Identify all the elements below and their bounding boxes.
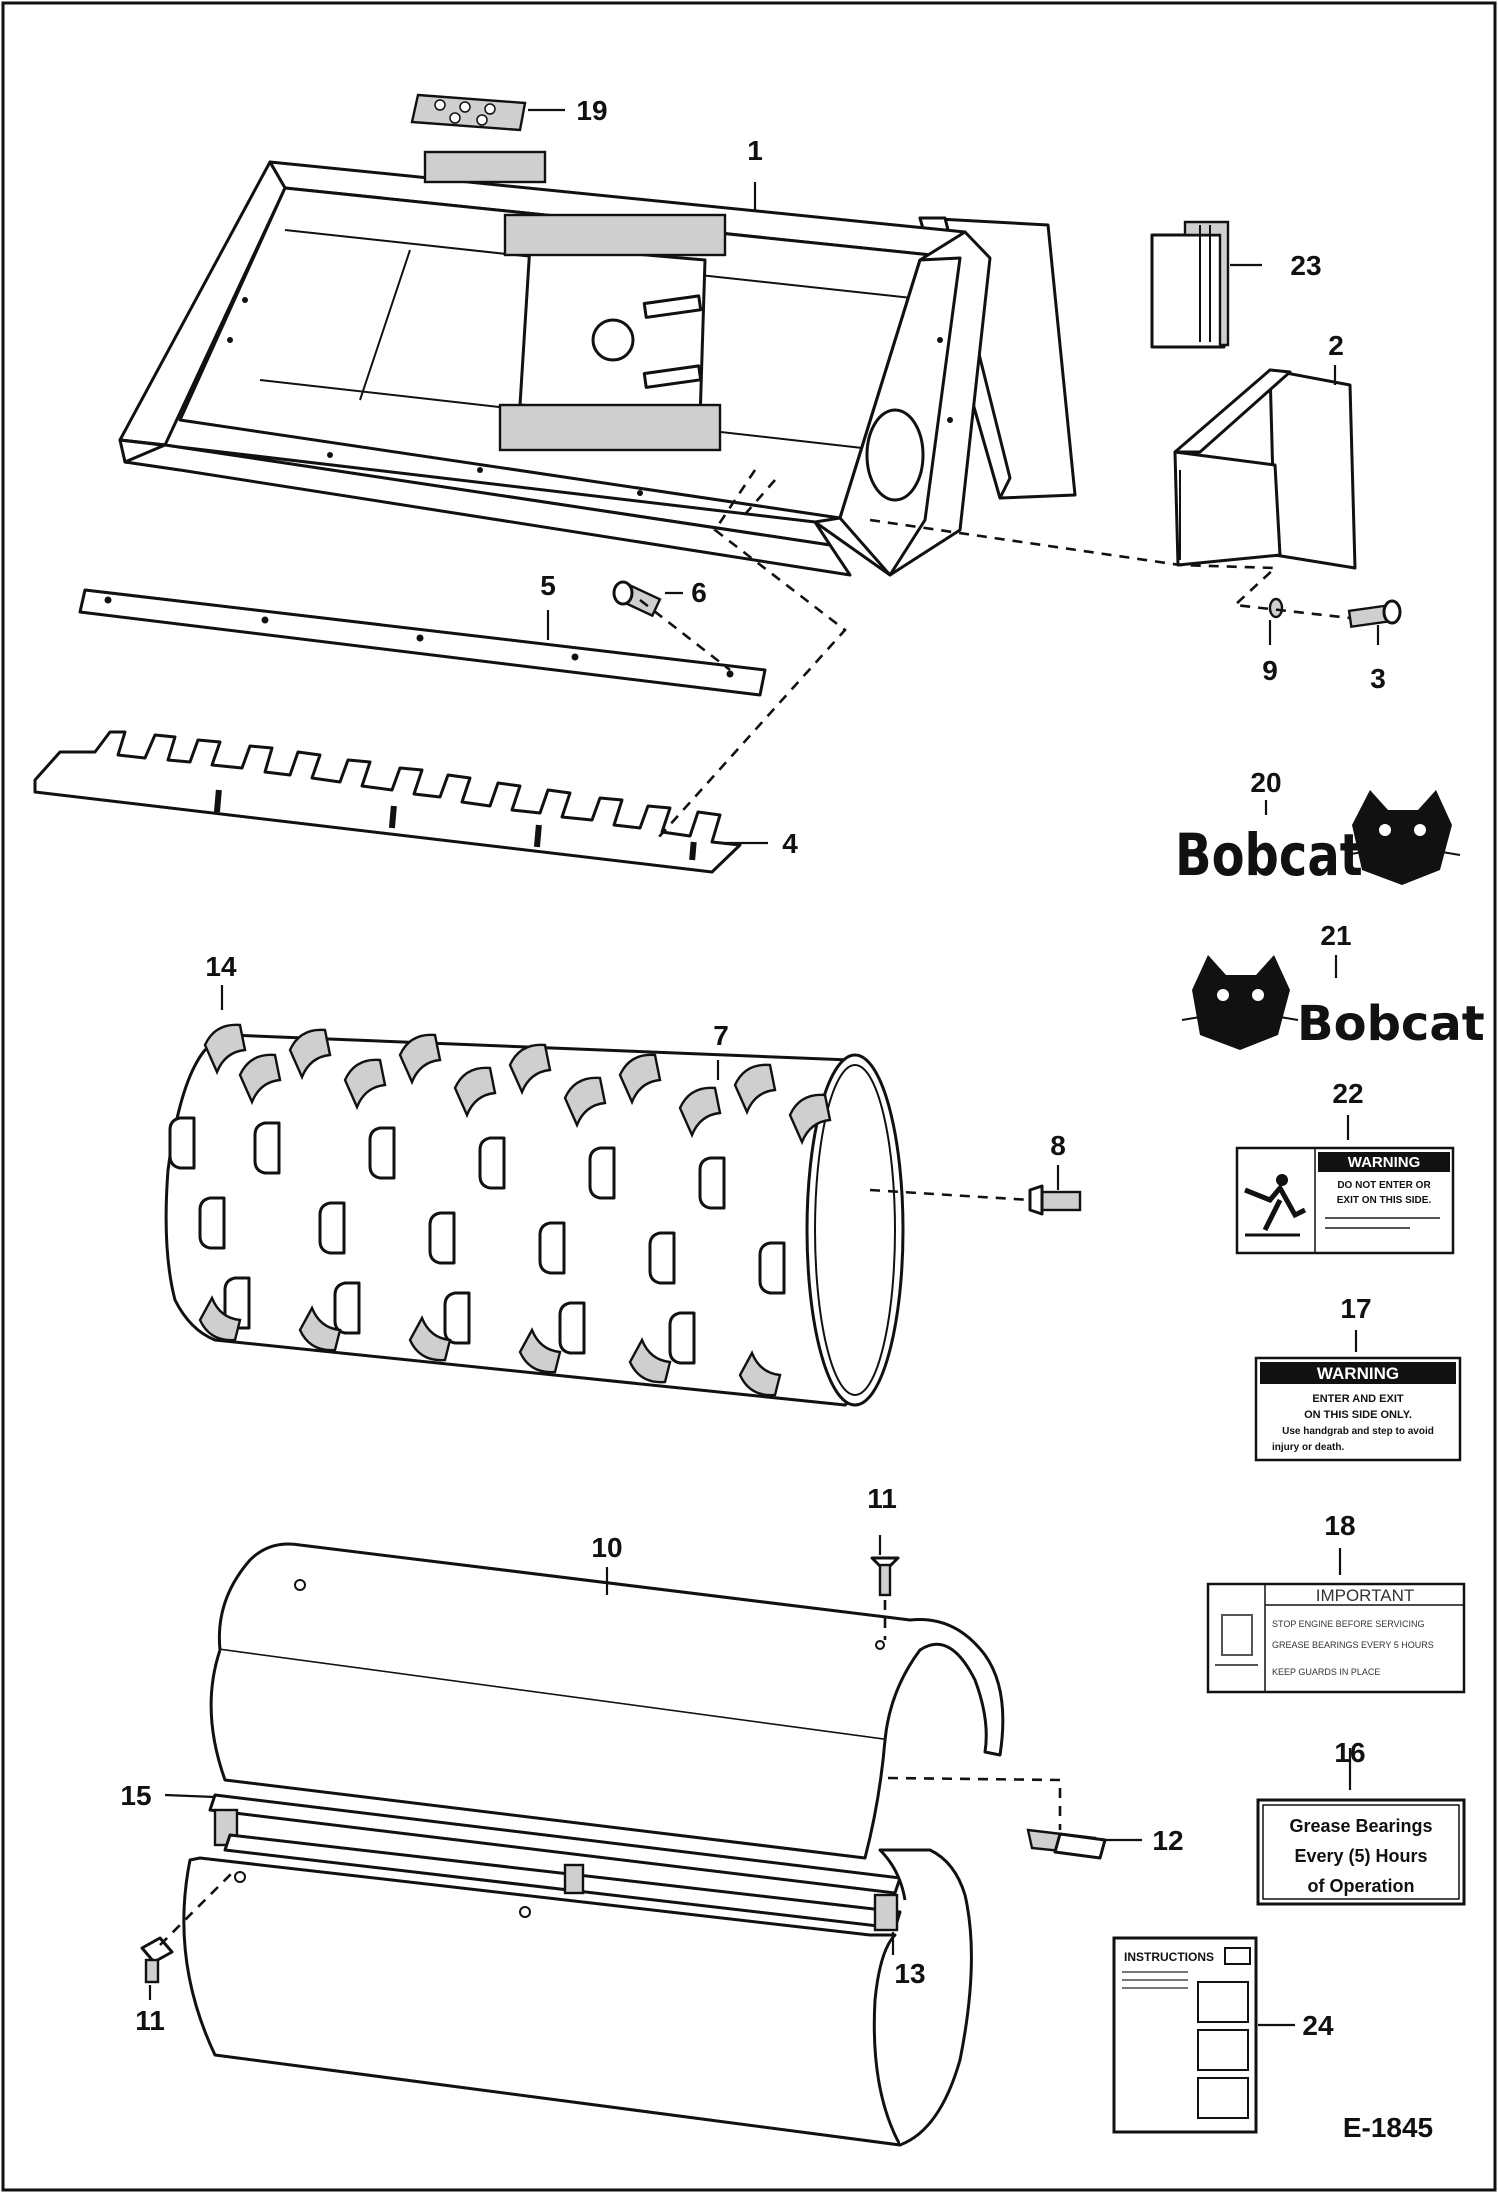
flat-bar-part-5 bbox=[78, 588, 767, 697]
bucket-frame-part-1 bbox=[118, 150, 1077, 577]
bobcat-wordmark-21: Bobcat bbox=[1297, 996, 1485, 1052]
grease-gun-icon bbox=[1215, 1614, 1258, 1666]
callout-19: 19 bbox=[576, 95, 607, 126]
callout-11-bottom: 11 bbox=[135, 2005, 165, 2036]
falling-person-icon bbox=[1244, 1174, 1307, 1237]
decal-18-line2: GREASE BEARINGS EVERY 5 HOURS bbox=[1272, 1640, 1434, 1650]
callout-2: 2 bbox=[1328, 330, 1344, 361]
callout-21: 21 bbox=[1320, 920, 1351, 951]
decal-18-heading: IMPORTANT bbox=[1316, 1586, 1415, 1605]
bobcat-logo-part-21: Bobcat bbox=[1181, 955, 1485, 1052]
callout-1: 1 bbox=[747, 135, 763, 166]
bolt-part-6 bbox=[612, 580, 662, 618]
decal-17-line4: injury or death. bbox=[1272, 1442, 1344, 1453]
callout-17: 17 bbox=[1340, 1293, 1371, 1324]
bobcat-head-icon-20 bbox=[1344, 790, 1461, 885]
decal-18-line3: KEEP GUARDS IN PLACE bbox=[1272, 1667, 1380, 1677]
washer-part-9 bbox=[1268, 597, 1284, 619]
callout-13: 13 bbox=[894, 1958, 925, 1989]
manual-title: INSTRUCTIONS bbox=[1124, 1950, 1214, 1964]
decal-17-line1: ENTER AND EXIT bbox=[1312, 1393, 1404, 1405]
instructions-manual-part-24: INSTRUCTIONS bbox=[1112, 1936, 1258, 2134]
bobcat-head-icon-21 bbox=[1181, 955, 1299, 1050]
spacer-bar-part-15 bbox=[208, 1793, 902, 1895]
bolt-part-3 bbox=[1347, 599, 1402, 629]
decal-16-line3: of Operation bbox=[1308, 1876, 1415, 1896]
cutting-edge-part-4 bbox=[33, 730, 742, 874]
callout-3: 3 bbox=[1370, 663, 1386, 694]
callout-6: 6 bbox=[691, 577, 707, 608]
warning-decal-part-22: WARNING DO NOT ENTER OR EXIT ON THIS SID… bbox=[1235, 1146, 1455, 1255]
screw-part-11-top bbox=[870, 1556, 900, 1640]
padfoot-drum-part-7 bbox=[164, 1023, 1031, 1407]
decal-22-line1: DO NOT ENTER OR bbox=[1337, 1180, 1431, 1191]
callout-18: 18 bbox=[1324, 1510, 1355, 1541]
callout-9: 9 bbox=[1262, 655, 1278, 686]
bobcat-logo-part-20: Bobcat bbox=[1175, 790, 1461, 889]
callout-14: 14 bbox=[205, 951, 237, 982]
bolt-part-8 bbox=[1028, 1184, 1082, 1216]
callout-8: 8 bbox=[1050, 1130, 1066, 1161]
block-part-19 bbox=[410, 93, 527, 132]
callout-20: 20 bbox=[1250, 767, 1281, 798]
callout-labels: 1 2 3 4 5 6 7 8 9 10 11 11 12 13 14 15 1… bbox=[120, 95, 1433, 2143]
drum-cover-lower bbox=[182, 1848, 973, 2147]
spacer-bar-part-13 bbox=[223, 1833, 902, 1932]
callout-4: 4 bbox=[782, 828, 798, 859]
decal-18-line1: STOP ENGINE BEFORE SERVICING bbox=[1272, 1619, 1425, 1629]
decal-16-line2: Every (5) Hours bbox=[1294, 1846, 1427, 1866]
bobcat-wordmark-20: Bobcat bbox=[1175, 822, 1363, 889]
callout-12: 12 bbox=[1152, 1825, 1183, 1856]
callout-15: 15 bbox=[120, 1780, 151, 1811]
callout-22: 22 bbox=[1332, 1078, 1363, 1109]
decal-22-heading: WARNING bbox=[1348, 1154, 1421, 1171]
decal-16-line1: Grease Bearings bbox=[1289, 1816, 1432, 1836]
screw-part-11-bottom bbox=[140, 1869, 236, 1984]
assembly-dashed-lines-top bbox=[639, 469, 1351, 839]
clip-part-12 bbox=[887, 1776, 1107, 1860]
decal-22-line2: EXIT ON THIS SIDE. bbox=[1337, 1195, 1432, 1206]
callout-23: 23 bbox=[1290, 250, 1321, 281]
callout-7: 7 bbox=[713, 1020, 729, 1051]
callout-10: 10 bbox=[591, 1532, 622, 1563]
figure-code: E-1845 bbox=[1343, 2112, 1433, 2143]
decal-17-heading: WARNING bbox=[1317, 1364, 1399, 1383]
drum-cover-part-10 bbox=[209, 1542, 1005, 1860]
decal-17-line2: ON THIS SIDE ONLY. bbox=[1304, 1409, 1412, 1421]
callout-24: 24 bbox=[1302, 2010, 1334, 2041]
bracket-part-2 bbox=[1173, 368, 1357, 570]
callout-leaders bbox=[148, 108, 1380, 2027]
grease-decal-part-16: Grease Bearings Every (5) Hours of Opera… bbox=[1256, 1798, 1466, 1906]
important-decal-part-18: IMPORTANT STOP ENGINE BEFORE SERVICING G… bbox=[1206, 1582, 1466, 1694]
block-part-23 bbox=[1150, 220, 1230, 349]
warning-decal-part-17: WARNING ENTER AND EXIT ON THIS SIDE ONLY… bbox=[1254, 1356, 1462, 1462]
callout-16: 16 bbox=[1334, 1737, 1365, 1768]
callout-11-top: 11 bbox=[867, 1483, 897, 1514]
decal-17-line3: Use handgrab and step to avoid bbox=[1282, 1426, 1434, 1437]
callout-5: 5 bbox=[540, 570, 556, 601]
